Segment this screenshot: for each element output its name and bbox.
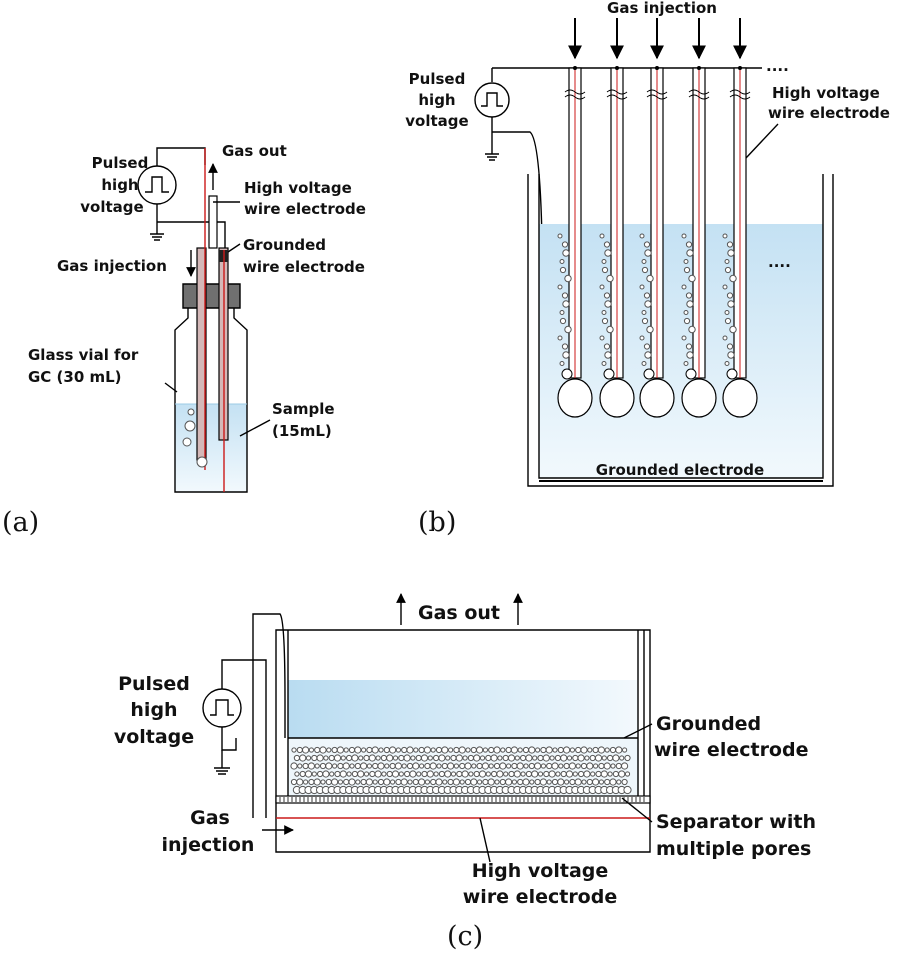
pulsed-label-b-2: high: [418, 91, 455, 109]
water-b: [539, 224, 823, 478]
panel-b: Gas injection .... Pulsed high voltage H…: [405, 0, 890, 538]
pulsed-label-c-3: voltage: [114, 726, 194, 748]
caption-b: (b): [418, 507, 456, 538]
grounded-label-b: Grounded electrode: [596, 461, 764, 479]
caption-c: (c): [447, 921, 483, 952]
separator-label-c-1: Separator with: [656, 811, 816, 833]
gas-injection-arrows-b: [568, 18, 747, 60]
hv-electrode-tube-b: [722, 66, 758, 418]
separator-label-c-2: multiple pores: [656, 838, 811, 860]
hv-electrodes-b: [557, 66, 758, 418]
panel-a: Pulsed high voltage Gas out High voltage…: [2, 142, 366, 538]
gnd-label-c-1: Grounded: [656, 713, 761, 735]
bubbles-c: [290, 746, 632, 795]
pulse-generator-b: [474, 82, 510, 118]
bubble-large: [681, 378, 717, 418]
bubble-large: [599, 378, 635, 418]
hv-label-c-1: High voltage: [472, 860, 609, 882]
gas-injection-label-c-2: injection: [162, 834, 255, 856]
pulsed-label-c-1: Pulsed: [118, 673, 190, 695]
vial-label-a-2: GC (30 mL): [28, 368, 122, 386]
dots-top-b: ....: [766, 57, 789, 75]
ground-symbol-c: [214, 767, 230, 775]
gnd-label-a-1: Grounded: [243, 236, 326, 254]
pulsed-label-b-3: voltage: [405, 112, 468, 130]
sample-label-a-2: (15mL): [272, 422, 332, 440]
gnd-label-a-2: wire electrode: [243, 258, 365, 276]
ground-symbol-b: [485, 153, 499, 161]
pulsed-label-c-2: high: [130, 699, 177, 721]
pulsed-label-b-1: Pulsed: [409, 70, 466, 88]
hv-label-c-2: wire electrode: [463, 886, 617, 908]
gas-injection-label-c-1: Gas: [190, 807, 230, 829]
panel-c: Gas out Pulsed high voltage: [114, 593, 816, 952]
gnd-label-c-2: wire electrode: [654, 739, 808, 761]
tank-b: [527, 174, 834, 487]
glass-vial: [174, 283, 248, 493]
gas-out-label-a: Gas out: [222, 142, 287, 160]
ground-wire-b: [492, 131, 543, 476]
bubble-large: [722, 378, 758, 418]
hv-wire-connection-a: [156, 147, 206, 166]
hv-electrode-tube-b: [599, 66, 635, 418]
hv-label-b-1: High voltage: [772, 84, 880, 102]
dots-mid-b: ....: [768, 253, 791, 271]
pulsed-label-a-1: Pulsed: [92, 154, 149, 172]
hv-electrode-tube-b: [639, 66, 675, 418]
hv-label-a-1: High voltage: [244, 179, 352, 197]
hv-label-b-2: wire electrode: [768, 104, 890, 122]
gas-injection-label-b: Gas injection: [607, 0, 717, 17]
vial-cap: [182, 283, 241, 309]
gnd-wire-connection-a: [157, 221, 226, 250]
sample-liquid-a: [175, 404, 247, 492]
hv-label-a-2: wire electrode: [244, 200, 366, 218]
hv-electrode-tube-b: [681, 66, 717, 418]
water-c: [288, 680, 638, 738]
bubble-large: [557, 378, 593, 418]
gas-out-label-c: Gas out: [418, 602, 500, 624]
separator-c: [275, 795, 651, 804]
sample-label-a-1: Sample: [272, 400, 335, 418]
caption-a: (a): [2, 507, 39, 538]
pulse-generator-c: [202, 688, 242, 728]
gas-injection-label-a: Gas injection: [57, 257, 167, 275]
vial-label-a-1: Glass vial for: [28, 346, 139, 364]
tank-c: [275, 629, 651, 853]
pulsed-label-a-2: high: [101, 176, 138, 194]
hv-electrode-tube-b: [557, 66, 593, 418]
pulsed-label-a-3: voltage: [80, 198, 143, 216]
separator-pores-c: [279, 797, 645, 802]
ground-symbol-a: [150, 233, 164, 241]
bubble-large: [639, 378, 675, 418]
